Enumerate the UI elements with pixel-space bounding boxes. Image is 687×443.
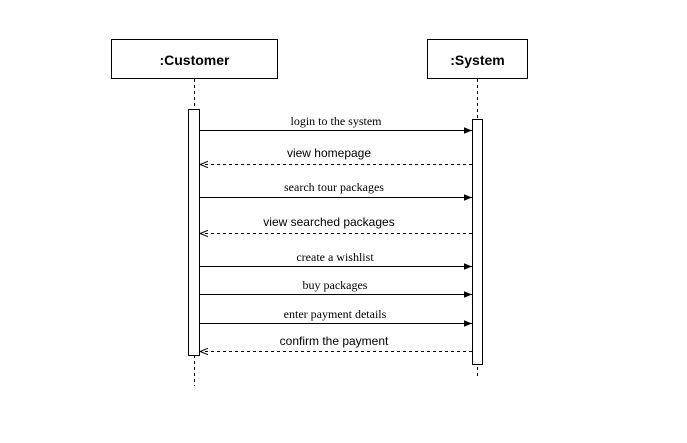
lifeline-system: :System xyxy=(427,39,528,376)
message-5-label: create a wishlist xyxy=(296,250,374,264)
message-4: view searched packages xyxy=(200,215,472,234)
lifeline-customer: :Customer xyxy=(111,39,278,386)
message-6-label: buy packages xyxy=(303,278,368,292)
lifeline-system-header: :System xyxy=(427,39,528,79)
message-2-label: view homepage xyxy=(287,146,371,160)
message-6: buy packages xyxy=(200,278,472,298)
message-5: create a wishlist xyxy=(200,250,472,270)
message-3-label: search tour packages xyxy=(284,180,384,194)
lifeline-customer-header: :Customer xyxy=(111,39,278,79)
lifeline-customer-label: :Customer xyxy=(159,52,230,68)
message-8: confirm the payment xyxy=(200,334,472,352)
message-7: enter payment details xyxy=(200,307,472,327)
message-1-label: login to the system xyxy=(291,114,383,128)
message-1: login to the system xyxy=(200,114,472,134)
message-2: view homepage xyxy=(200,146,472,165)
message-7-label: enter payment details xyxy=(284,307,387,321)
message-3: search tour packages xyxy=(200,180,472,201)
message-8-label: confirm the payment xyxy=(280,334,389,348)
activation-system xyxy=(472,119,483,365)
lifeline-system-label: :System xyxy=(450,52,504,68)
message-4-label: view searched packages xyxy=(263,215,394,229)
activation-customer xyxy=(188,109,200,356)
